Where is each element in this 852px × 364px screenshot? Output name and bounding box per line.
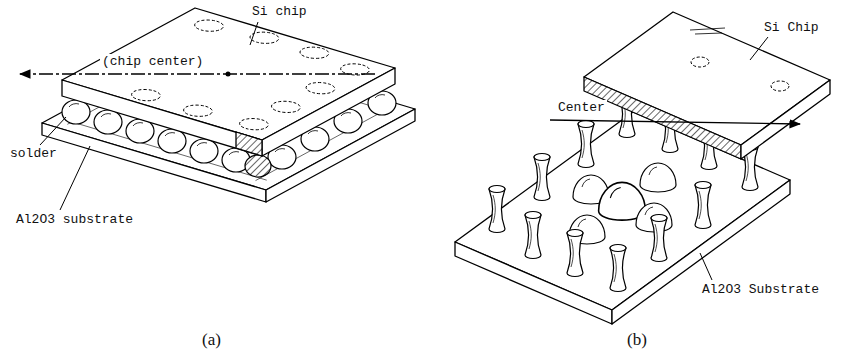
part-label: Si Chip	[762, 20, 821, 35]
part-label: Al2O3 Substrate	[700, 282, 821, 297]
panel-caption: (b)	[625, 330, 649, 349]
solder-columns-front	[489, 182, 711, 292]
si-chip-a	[62, 8, 395, 156]
center-axis-a	[20, 72, 375, 77]
part-label: solder	[8, 146, 59, 161]
leader-lines-a	[40, 22, 258, 210]
si-chip-b	[584, 12, 830, 159]
part-label: Si chip	[250, 4, 309, 19]
part-label: (chip center)	[100, 54, 205, 69]
part-label: Al2O3 substrate	[14, 212, 135, 227]
panel-caption: (a)	[200, 330, 223, 349]
part-label: Center	[556, 100, 607, 115]
leader-lines-b	[700, 37, 768, 280]
center-axis-b	[550, 120, 800, 124]
